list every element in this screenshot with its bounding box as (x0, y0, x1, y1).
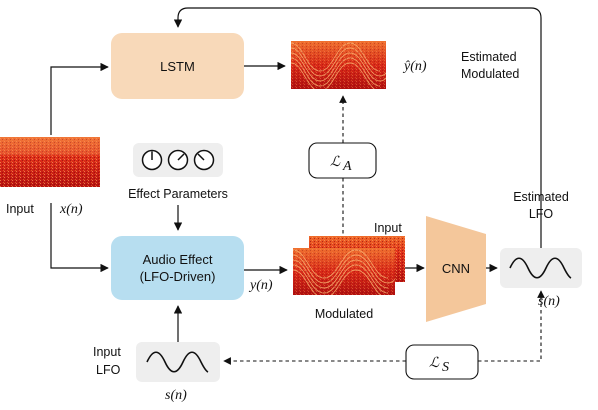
estimated-lfo-panel (500, 248, 582, 288)
loss-s-subscript: S (442, 360, 449, 375)
estimated-lfo-label-line2: LFO (529, 207, 554, 221)
loss-s-node: ℒ S (405, 344, 479, 380)
input-lfo-label-line2: LFO (96, 363, 121, 377)
s-n-label: s(n) (165, 388, 187, 403)
cnn-label: CNN (442, 261, 470, 276)
cnn-block (426, 216, 486, 322)
audio-effect-box (111, 236, 244, 300)
audio-effect-label-line2: (LFO-Driven) (140, 269, 216, 284)
modulated-spectrogram (293, 248, 395, 295)
sine-wave-icon (146, 351, 209, 373)
connectors (50, 7, 542, 342)
edge-input-to-effect (50, 203, 109, 273)
loss-s-symbol: ℒ (429, 356, 440, 371)
modulated-label: Modulated (315, 307, 373, 321)
audio-effect-label-line1: Audio Effect (143, 252, 213, 267)
estimated-modulated-label-line2: Modulated (461, 67, 519, 81)
estimated-modulated-label-line1: Estimated (461, 50, 517, 64)
input-spectrogram (0, 137, 100, 187)
input-lfo-panel (136, 342, 220, 382)
estimated-modulated-spectrogram (291, 41, 386, 89)
edge-ls-to-shat (478, 290, 545, 362)
s-hat-label: ŝ(n) (538, 294, 560, 309)
loss-connectors (223, 95, 545, 365)
y-hat-label: ŷ(n) (402, 59, 427, 74)
sine-wave-icon (509, 257, 572, 279)
knob-icon (141, 149, 163, 171)
edge-feedback-to-lstm (173, 7, 542, 248)
input-lfo-label-line1: Input (93, 345, 121, 359)
lstm-label: LSTM (160, 59, 195, 74)
knob-icon (167, 149, 189, 171)
lstm-box (111, 33, 244, 99)
input-spectrogram-label: Input (374, 221, 402, 235)
effect-parameters-label: Effect Parameters (128, 187, 228, 201)
knob-icon (193, 149, 215, 171)
loss-a-symbol: ℒ (330, 155, 341, 170)
loss-a-node: ℒ A (308, 142, 377, 179)
estimated-lfo-label-line1: Estimated (513, 190, 569, 204)
x-n-label: x(n) (59, 202, 83, 217)
effect-parameters-panel (133, 143, 223, 177)
edge-input-to-lstm (50, 62, 109, 135)
y-n-label: y(n) (248, 278, 273, 293)
input-label: Input (6, 202, 34, 216)
loss-a-subscript: A (342, 159, 352, 174)
